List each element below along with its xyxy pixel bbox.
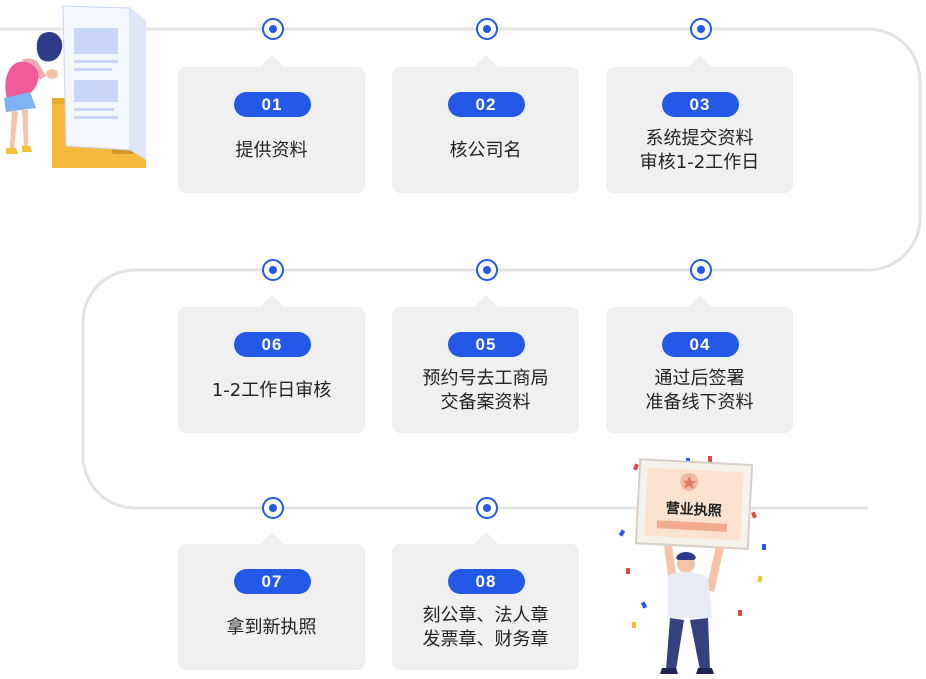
step-label-line: 拿到新执照 — [226, 617, 317, 638]
step-label: 1-2工作日审核 — [178, 367, 365, 415]
step-label-line: 系统提交资料 — [645, 128, 754, 149]
step-number-badge: 02 — [447, 92, 525, 117]
step-label-line: 提供资料 — [235, 140, 308, 161]
step-number-badge: 08 — [447, 569, 525, 594]
man-holding-license-illustration: 营业执照 — [618, 456, 766, 674]
step-label: 系统提交资料 审核1-2工作日 — [606, 127, 793, 175]
step-number-badge: 07 — [233, 569, 311, 594]
step-label: 通过后签署 准备线下资料 — [606, 367, 793, 415]
step-06-card: 06 1-2工作日审核 — [178, 295, 365, 433]
step-08-node — [476, 497, 498, 519]
step-label: 核公司名 — [392, 127, 579, 175]
step-06-node — [262, 259, 284, 281]
step-01-node — [262, 18, 284, 40]
step-02-node — [476, 18, 498, 40]
step-07-node — [262, 497, 284, 519]
step-04-card: 04 通过后签署 准备线下资料 — [606, 295, 793, 433]
step-label: 刻公章、法人章 发票章、财务章 — [392, 604, 579, 652]
step-number-badge: 03 — [661, 92, 739, 117]
step-label-line: 1-2工作日审核 — [211, 380, 332, 401]
step-05-node — [476, 259, 498, 281]
step-label-line: 通过后签署 — [654, 368, 745, 389]
step-number-badge: 01 — [233, 92, 311, 117]
step-label-line: 交备案资料 — [440, 392, 531, 413]
woman-reading-document-illustration — [4, 5, 146, 168]
step-03-node — [690, 18, 712, 40]
step-03-card: 03 系统提交资料 审核1-2工作日 — [606, 55, 793, 193]
step-label-line: 发票章、财务章 — [422, 629, 549, 650]
step-05-card: 05 预约号去工商局 交备案资料 — [392, 295, 579, 433]
step-04-node — [690, 259, 712, 281]
step-02-card: 02 核公司名 — [392, 55, 579, 193]
step-number-badge: 05 — [447, 332, 525, 357]
step-number-badge: 04 — [661, 332, 739, 357]
step-label-line: 准备线下资料 — [645, 392, 754, 413]
step-number-badge: 06 — [233, 332, 311, 357]
license-text: 营业执照 — [665, 500, 722, 520]
step-01-card: 01 提供资料 — [178, 55, 365, 193]
step-08-card: 08 刻公章、法人章 发票章、财务章 — [392, 532, 579, 670]
step-label-line: 审核1-2工作日 — [639, 152, 760, 173]
step-label: 预约号去工商局 交备案资料 — [392, 367, 579, 415]
step-label-line: 核公司名 — [449, 140, 522, 161]
step-label: 拿到新执照 — [178, 604, 365, 652]
step-label-line: 预约号去工商局 — [422, 368, 549, 389]
step-label: 提供资料 — [178, 127, 365, 175]
step-label-line: 刻公章、法人章 — [422, 605, 549, 626]
step-07-card: 07 拿到新执照 — [178, 532, 365, 670]
